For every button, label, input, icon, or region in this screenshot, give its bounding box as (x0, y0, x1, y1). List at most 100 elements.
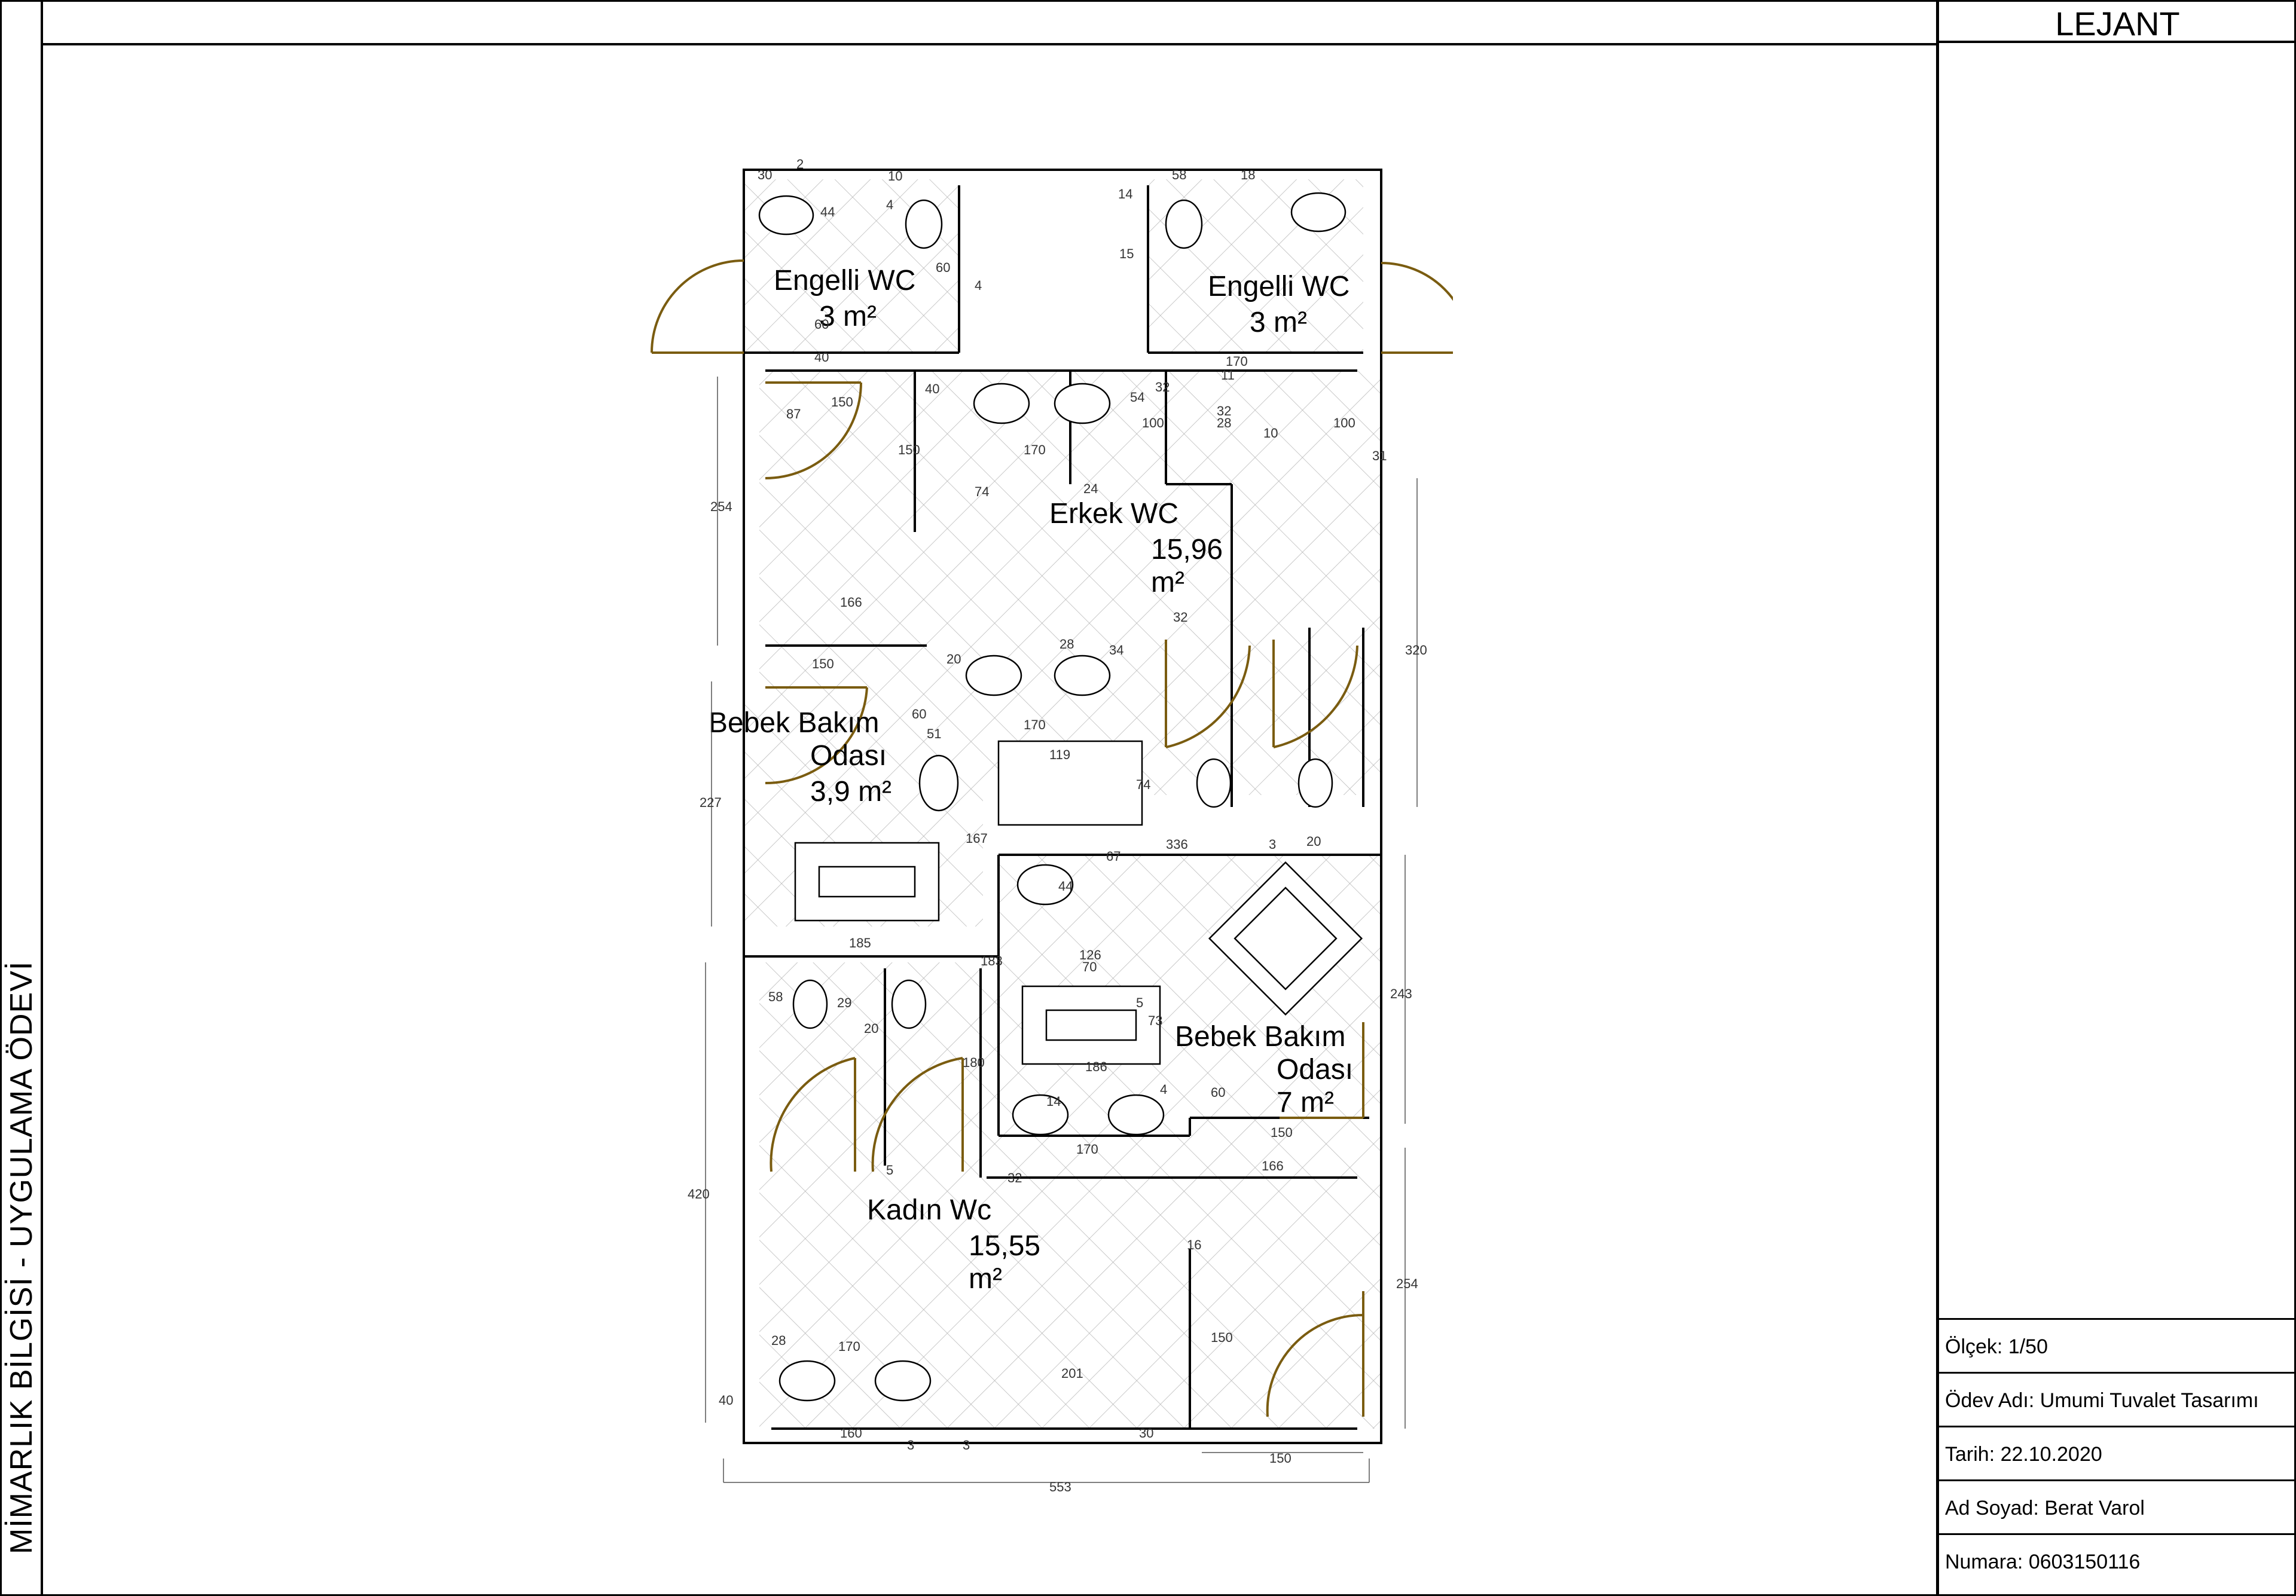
dim-label: 119 (1049, 747, 1070, 762)
dim-label: 10 (1263, 426, 1278, 441)
door-erkek (765, 381, 862, 479)
dim-label: 10 (888, 169, 902, 184)
dim-label: 227 (700, 795, 722, 810)
bench-icon (997, 740, 1143, 826)
dim-label: 70 (1082, 959, 1097, 974)
dim-label: 40 (925, 381, 939, 396)
room-area-unit: m² (969, 1263, 1002, 1295)
dim-label: 160 (840, 1426, 862, 1441)
dim-label: 73 (1148, 1013, 1162, 1028)
dim-label: 5 (886, 1163, 893, 1178)
dim-label: 58 (1172, 167, 1186, 182)
dim-label: 20 (864, 1021, 878, 1036)
legend-panel: LEJANT Ölçek: 1/50 Ödev Adı: Umumi Tuval… (1936, 0, 2296, 1596)
dim-label: 54 (1130, 390, 1144, 405)
dim-label: 4 (1160, 1082, 1167, 1097)
dim-label: 15 (1119, 246, 1134, 261)
walls (743, 169, 1382, 1444)
dim-label: 150 (1211, 1330, 1233, 1345)
info-number: Numara: 0603150116 (1939, 1533, 2296, 1587)
changing-table-icon (1021, 985, 1161, 1065)
sink-icon (758, 195, 814, 236)
dim-label: 40 (719, 1393, 733, 1408)
sink-icon (1016, 864, 1074, 906)
room-name: Bebek Bakım (1175, 1021, 1345, 1053)
dim-label: 170 (838, 1339, 860, 1354)
dim-label: 60 (814, 317, 829, 332)
room-name: Bebek Bakım (709, 707, 879, 739)
dim-label: 170 (1226, 354, 1248, 369)
sink-icon (1290, 192, 1347, 233)
sink-icon (1107, 1094, 1165, 1136)
dim-label: 32 (1155, 380, 1170, 395)
info-date: Tarih: 22.10.2020 (1939, 1426, 2296, 1479)
dim-label: 18 (1241, 167, 1255, 182)
toilet-icon (1196, 758, 1232, 808)
floor-plan: Engelli WC 3 m² Engelli WC 3 m² Erkek WC… (616, 149, 1472, 1506)
door-stall-1 (1165, 640, 1251, 748)
dim-label: 254 (1396, 1276, 1418, 1291)
dim-label: 16 (1187, 1237, 1201, 1252)
dim-label: 336 (1166, 837, 1188, 852)
inner-border-line (43, 43, 1938, 45)
sink-icon (918, 754, 959, 812)
door-bebek-1 (765, 686, 868, 785)
room-area: 3,9 m² (810, 776, 891, 808)
dim-label: 4 (975, 278, 982, 293)
room-name-2: Odası (1277, 1054, 1353, 1086)
room-name-2: Odası (810, 740, 887, 772)
room-name: Erkek WC (1049, 498, 1178, 530)
dim-label: 243 (1390, 986, 1412, 1001)
dim-label: 100 (1333, 415, 1355, 430)
room-labels: Engelli WC 3 m² Engelli WC 3 m² Erkek WC… (709, 265, 1353, 1295)
door-engelli-left (651, 259, 744, 354)
dim-label: 28 (1060, 637, 1074, 652)
room-area: 15,55 (969, 1230, 1040, 1262)
dim-label: 170 (1076, 1142, 1098, 1157)
room-area: 3 m² (819, 301, 877, 332)
dim-label: 28 (771, 1333, 786, 1348)
dim-label: 24 (1083, 481, 1098, 496)
sink-icon (1054, 383, 1111, 424)
legend-title: LEJANT (1939, 0, 2296, 43)
dim-label: 44 (820, 204, 835, 219)
door-kadin (1266, 1291, 1364, 1417)
room-name: Engelli WC (774, 265, 915, 296)
dim-label: 87 (786, 406, 801, 421)
toilet-icon (792, 979, 828, 1029)
door-engelli-right (1381, 262, 1472, 354)
dim-label: 11 (1221, 368, 1235, 383)
info-name: Ad Soyad: Berat Varol (1939, 1479, 2296, 1533)
room-name: Kadın Wc (867, 1194, 991, 1226)
sink-icon (874, 1360, 932, 1402)
dim-label: 420 (688, 1187, 710, 1201)
dim-label: 3 (1269, 837, 1276, 852)
dim-label: 150 (831, 395, 853, 409)
dim-label: 31 (1372, 448, 1387, 463)
dim-label: 180 (963, 1055, 985, 1070)
dim-label: 166 (840, 595, 862, 610)
dim-label: 166 (1262, 1158, 1284, 1173)
dim-label: 4 (886, 197, 893, 212)
info-assignment: Ödev Adı: Umumi Tuvalet Tasarımı (1939, 1372, 2296, 1426)
dim-label: 170 (1024, 442, 1046, 457)
sink-icon (973, 383, 1030, 424)
door-stall-4 (871, 1057, 964, 1172)
sink-icon (1012, 1094, 1069, 1136)
dim-label: 74 (975, 484, 989, 499)
info-scale: Ölçek: 1/50 (1939, 1318, 2296, 1372)
dim-label: 201 (1061, 1366, 1083, 1381)
sheet-title: MİMARLIK BİLGİSİ - UYGULAMA ÖDEVİ (4, 961, 39, 1554)
dim-label: 150 (898, 442, 920, 457)
dim-label: 29 (837, 995, 851, 1010)
dim-label: 186 (1085, 1059, 1107, 1074)
room-area-unit: m² (1151, 567, 1184, 598)
dim-label: 40 (814, 350, 829, 365)
dim-label: 150 (1269, 1451, 1292, 1466)
dim-label: 60 (912, 707, 926, 721)
dim-label: 150 (812, 656, 834, 671)
dim-label: 28 (1217, 415, 1231, 430)
floor-plan-svg: Engelli WC 3 m² Engelli WC 3 m² Erkek WC… (651, 157, 1472, 1494)
dim-label: 2 (796, 157, 804, 172)
